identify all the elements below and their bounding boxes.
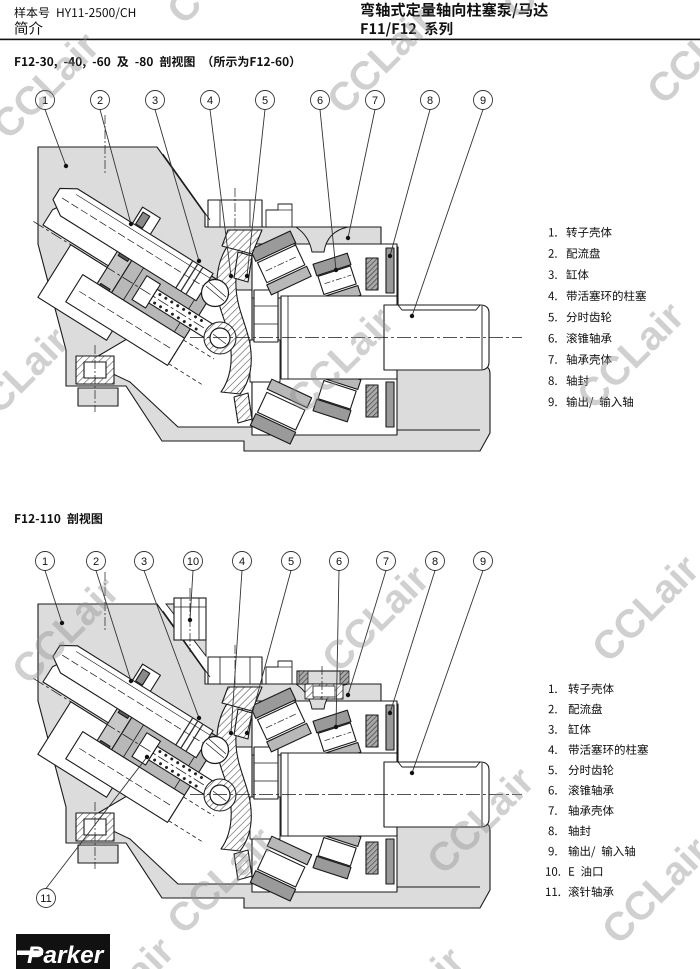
svg-text:9: 9 xyxy=(480,556,486,568)
svg-text:6: 6 xyxy=(336,556,342,568)
svg-text:5: 5 xyxy=(262,95,268,107)
svg-text:7: 7 xyxy=(372,95,378,107)
svg-text:CCLair: CCLair xyxy=(494,0,618,28)
svg-text:1: 1 xyxy=(42,95,48,107)
svg-text:5: 5 xyxy=(288,556,294,568)
svg-text:4: 4 xyxy=(239,556,245,568)
svg-text:9: 9 xyxy=(480,95,486,107)
svg-text:6: 6 xyxy=(317,95,323,107)
svg-text:CCLair: CCLair xyxy=(349,939,473,969)
svg-text:2: 2 xyxy=(93,556,99,568)
svg-text:3: 3 xyxy=(141,556,147,568)
svg-text:1: 1 xyxy=(42,556,48,568)
svg-text:3: 3 xyxy=(152,95,158,107)
svg-text:4: 4 xyxy=(207,95,213,107)
svg-text:7: 7 xyxy=(383,556,389,568)
svg-text:8: 8 xyxy=(432,556,438,568)
svg-text:CCLair: CCLair xyxy=(0,24,108,148)
svg-text:2: 2 xyxy=(97,95,103,107)
svg-text:CCLair: CCLair xyxy=(159,0,283,33)
svg-text:10: 10 xyxy=(187,556,199,568)
svg-text:CCLair: CCLair xyxy=(584,547,700,671)
svg-text:8: 8 xyxy=(427,95,433,107)
svg-text:CCLair: CCLair xyxy=(639,0,700,113)
svg-text:Parker: Parker xyxy=(27,942,105,969)
svg-text:11: 11 xyxy=(40,893,51,905)
svg-text:CCLair: CCLair xyxy=(314,557,438,681)
